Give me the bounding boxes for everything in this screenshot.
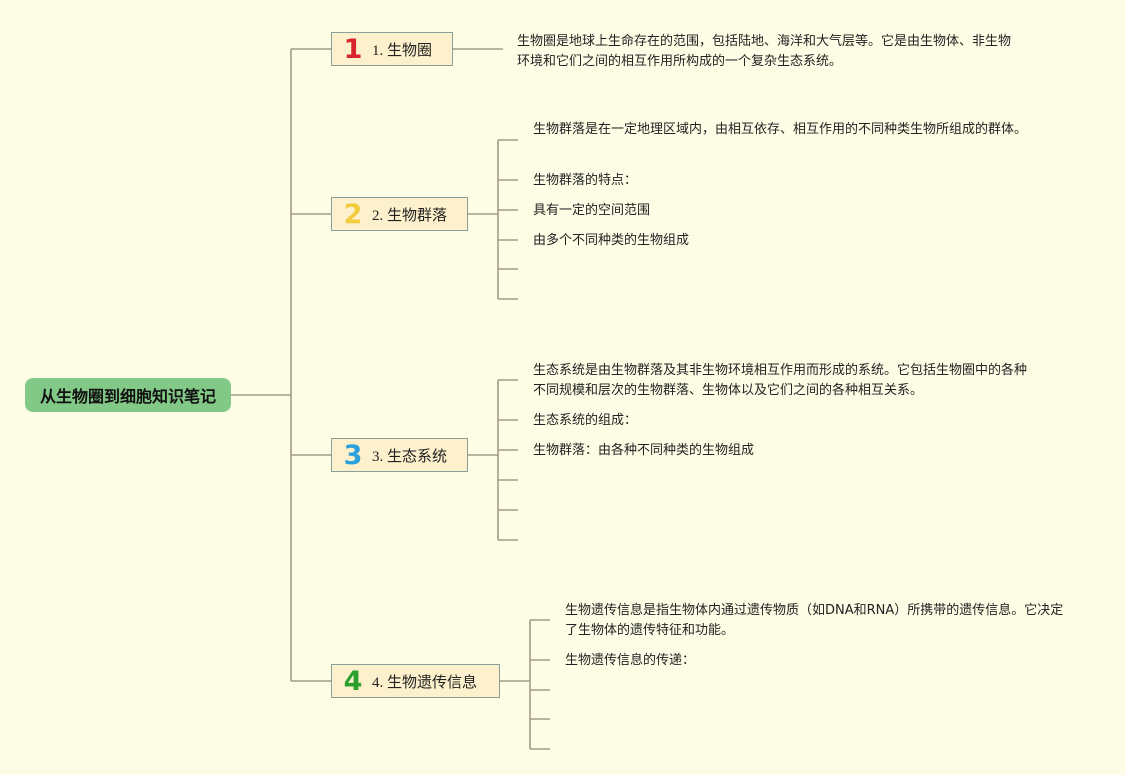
note-text: 生物群落的特点： [533, 173, 638, 188]
note-text: 生物圈是地球上生命存在的范围，包括陆地、海洋和大气层等。它是由生物体、非生物环境… [517, 34, 1012, 69]
topic-title: 3. 生态系统 [372, 448, 448, 465]
topic-genetic-information[interactable]: 4 4. 生物遗传信息 [331, 664, 500, 698]
number-four-icon: 4 [343, 665, 363, 697]
topic-ecosystem[interactable]: 3 3. 生态系统 [331, 438, 468, 472]
topic-biosphere[interactable]: 1 1. 生物圈 [331, 32, 453, 66]
number-one-icon: 1 [343, 33, 363, 65]
note-text: 生物遗传信息的传递： [565, 653, 696, 668]
topic-title: 4. 生物遗传信息 [372, 674, 478, 691]
note-text: 生物群落：由各种不同种类的生物组成 [533, 443, 755, 458]
note-text: 生态系统的组成： [533, 413, 638, 428]
note-text: 生物遗传信息是指生物体内通过遗传物质（如DNA和RNA）所携带的遗传信息。它决定… [565, 603, 1064, 638]
topic-biological-community[interactable]: 2 2. 生物群落 [331, 197, 468, 231]
number-three-icon: 3 [343, 439, 363, 471]
number-two-icon: 2 [343, 198, 363, 230]
note-text: 由多个不同种类的生物组成 [533, 233, 690, 248]
root-topic[interactable]: 从生物圈到细胞知识笔记 [25, 378, 231, 412]
note-text: 生态系统是由生物群落及其非生物环境相互作用而形成的系统。它包括生物圈中的各种不同… [533, 363, 1028, 398]
root-topic-label: 从生物圈到细胞知识笔记 [39, 387, 216, 406]
topic-title: 1. 生物圈 [372, 42, 433, 59]
topic-title: 2. 生物群落 [372, 207, 448, 224]
note-text: 生物群落是在一定地理区域内，由相互依存、相互作用的不同种类生物所组成的群体。 [533, 122, 1028, 137]
note-text: 具有一定的空间范围 [533, 203, 651, 218]
